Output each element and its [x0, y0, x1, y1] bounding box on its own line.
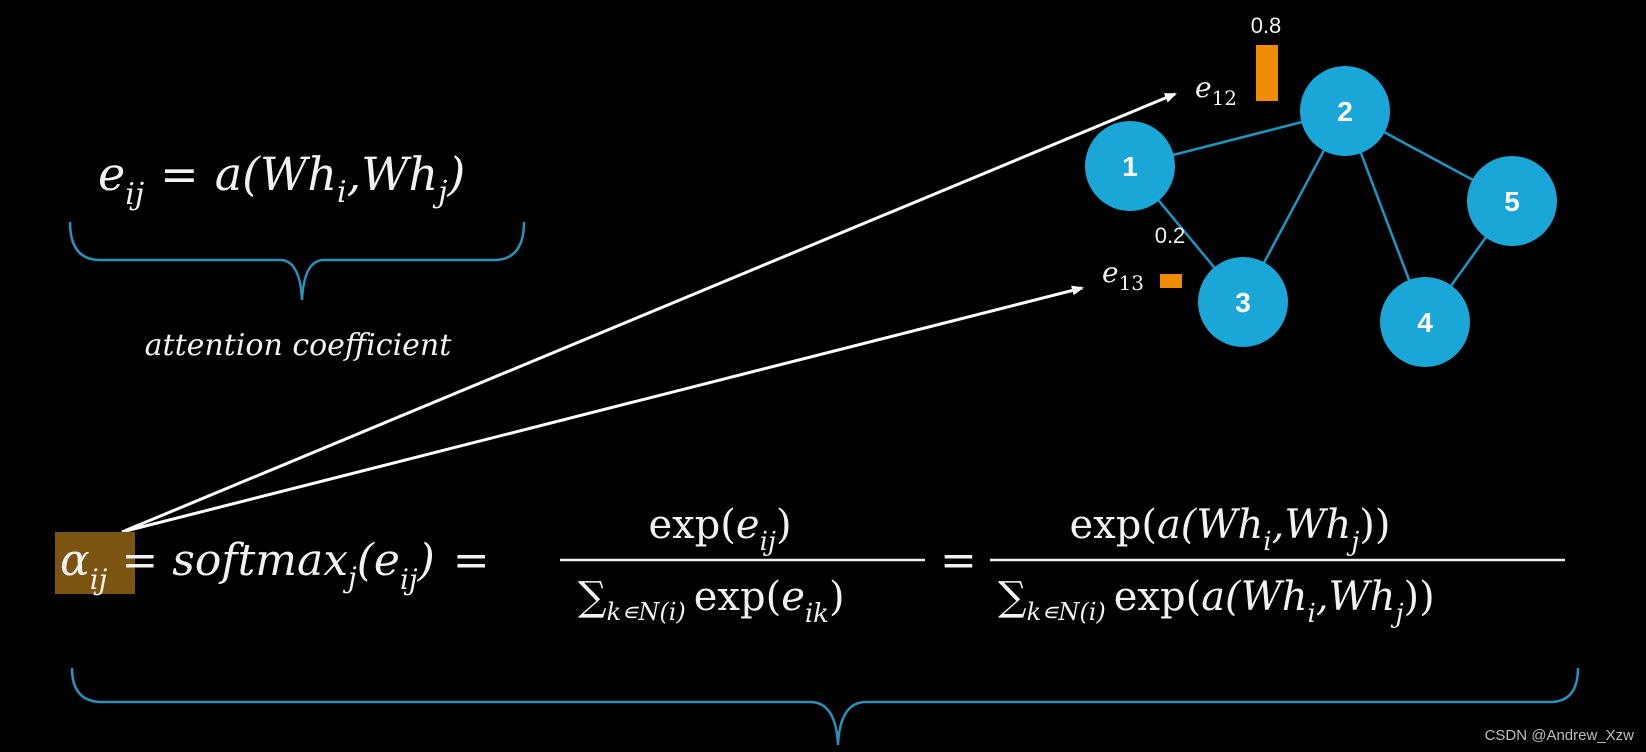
svg-text:∑k∊N(i)exp(a(Whi,Whj)): ∑k∊N(i)exp(a(Whi,Whj)) [998, 574, 1435, 629]
node-label: 2 [1337, 96, 1353, 127]
bar-e13 [1160, 274, 1182, 288]
node-label: 5 [1504, 186, 1520, 217]
graph-node-3: 3 [1198, 257, 1288, 347]
graph-node-2: 2 [1300, 66, 1390, 156]
bottom-brace [70, 667, 1580, 746]
bar-label-e12: e12 [1195, 71, 1237, 110]
node-circle [1085, 121, 1175, 211]
arrow-to-e13 [121, 285, 1084, 534]
graph-nodes: 1 2 3 4 5 [1085, 66, 1557, 367]
bar-value-e13: 0.2 [1155, 223, 1186, 248]
node-label: 4 [1417, 307, 1433, 338]
svg-text:∑k∊N(i)exp(eik): ∑k∊N(i)exp(eik) [578, 574, 845, 629]
node-circle [1380, 277, 1470, 367]
node-circle [1198, 257, 1288, 347]
graph-node-4: 4 [1380, 277, 1470, 367]
brace-label: attention coefficient [145, 328, 453, 363]
arrow-to-e12 [121, 92, 1177, 534]
graph-node-5: 5 [1467, 156, 1557, 246]
svg-text:eij=a(Whi,Whj): eij=a(Whi,Whj) [98, 147, 465, 212]
attention-bars: 0.8 e12 0.2 e13 [1102, 13, 1281, 295]
svg-text:αij=softmaxj(eij)=: αij=softmaxj(eij)= [60, 535, 490, 596]
bottom-formula: αij=softmaxj(eij)= exp(eij) ∑k∊N(i)exp(e… [60, 502, 1565, 629]
node-label: 3 [1235, 287, 1251, 318]
svg-text:=: = [940, 535, 977, 586]
bar-e12 [1256, 45, 1278, 101]
top-formula: eij=a(Whi,Whj) [98, 147, 465, 212]
watermark: CSDN @Andrew_Xzw [1484, 727, 1634, 744]
top-brace [68, 221, 526, 301]
svg-text:exp(a(Whi,Whj)): exp(a(Whi,Whj)) [1070, 502, 1391, 557]
node-circle [1300, 66, 1390, 156]
node-circle [1467, 156, 1557, 246]
graph-node-1: 1 [1085, 121, 1175, 211]
alpha-highlight [55, 532, 135, 594]
node-label: 1 [1122, 151, 1138, 182]
bar-label-e13: e13 [1102, 256, 1144, 295]
bar-value-e12: 0.8 [1251, 13, 1282, 38]
svg-text:exp(eij): exp(eij) [648, 502, 791, 557]
